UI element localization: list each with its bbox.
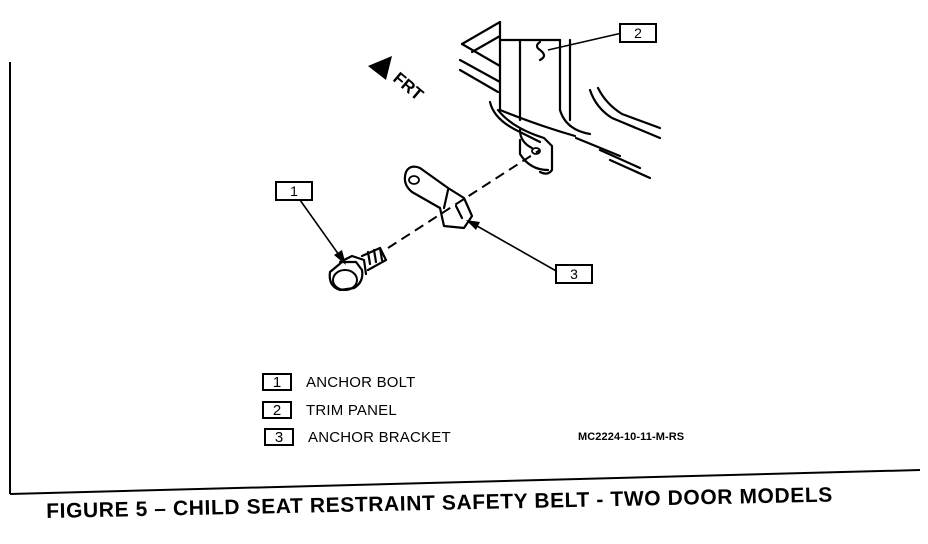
callout-1: 1: [275, 181, 313, 201]
leader-line-3: [469, 221, 559, 273]
drawing-code: MC2224-10-11-M-RS: [578, 431, 685, 443]
legend-number-box: 1: [262, 373, 292, 391]
callout-2-number: 2: [634, 25, 642, 41]
anchor-bolt-head: [332, 269, 358, 291]
alignment-dashed-line: [387, 149, 541, 249]
front-direction-label: FRT: [389, 69, 427, 105]
callout-3: 3: [555, 264, 593, 284]
legend-label: TRIM PANEL: [306, 401, 397, 419]
leader-line-2: [547, 32, 623, 51]
front-direction-arrow-icon: [368, 56, 392, 80]
legend-item-anchor-bracket: 3 ANCHOR BRACKET: [264, 428, 451, 446]
anchor-bolt-illustration: [328, 246, 388, 292]
leader-lines: [299, 32, 623, 273]
legend-number-box: 3: [264, 428, 294, 446]
legend-item-anchor-bolt: 1 ANCHOR BOLT: [262, 373, 415, 391]
callout-2: 2: [619, 23, 657, 43]
callout-3-number: 3: [570, 266, 578, 282]
legend-number-box: 2: [262, 401, 292, 419]
anchor-bracket-hole: [408, 175, 420, 185]
callout-1-number: 1: [290, 183, 298, 199]
trim-panel-illustration: [458, 20, 662, 180]
legend-label: ANCHOR BOLT: [306, 373, 416, 391]
leader-arrow-1: [334, 250, 346, 265]
frame-bottom-border: [9, 469, 921, 495]
leader-line-1: [299, 199, 345, 263]
legend-label: ANCHOR BRACKET: [308, 428, 451, 446]
leader-arrow-3: [466, 220, 480, 230]
legend-item-trim-panel: 2 TRIM PANEL: [262, 401, 397, 419]
